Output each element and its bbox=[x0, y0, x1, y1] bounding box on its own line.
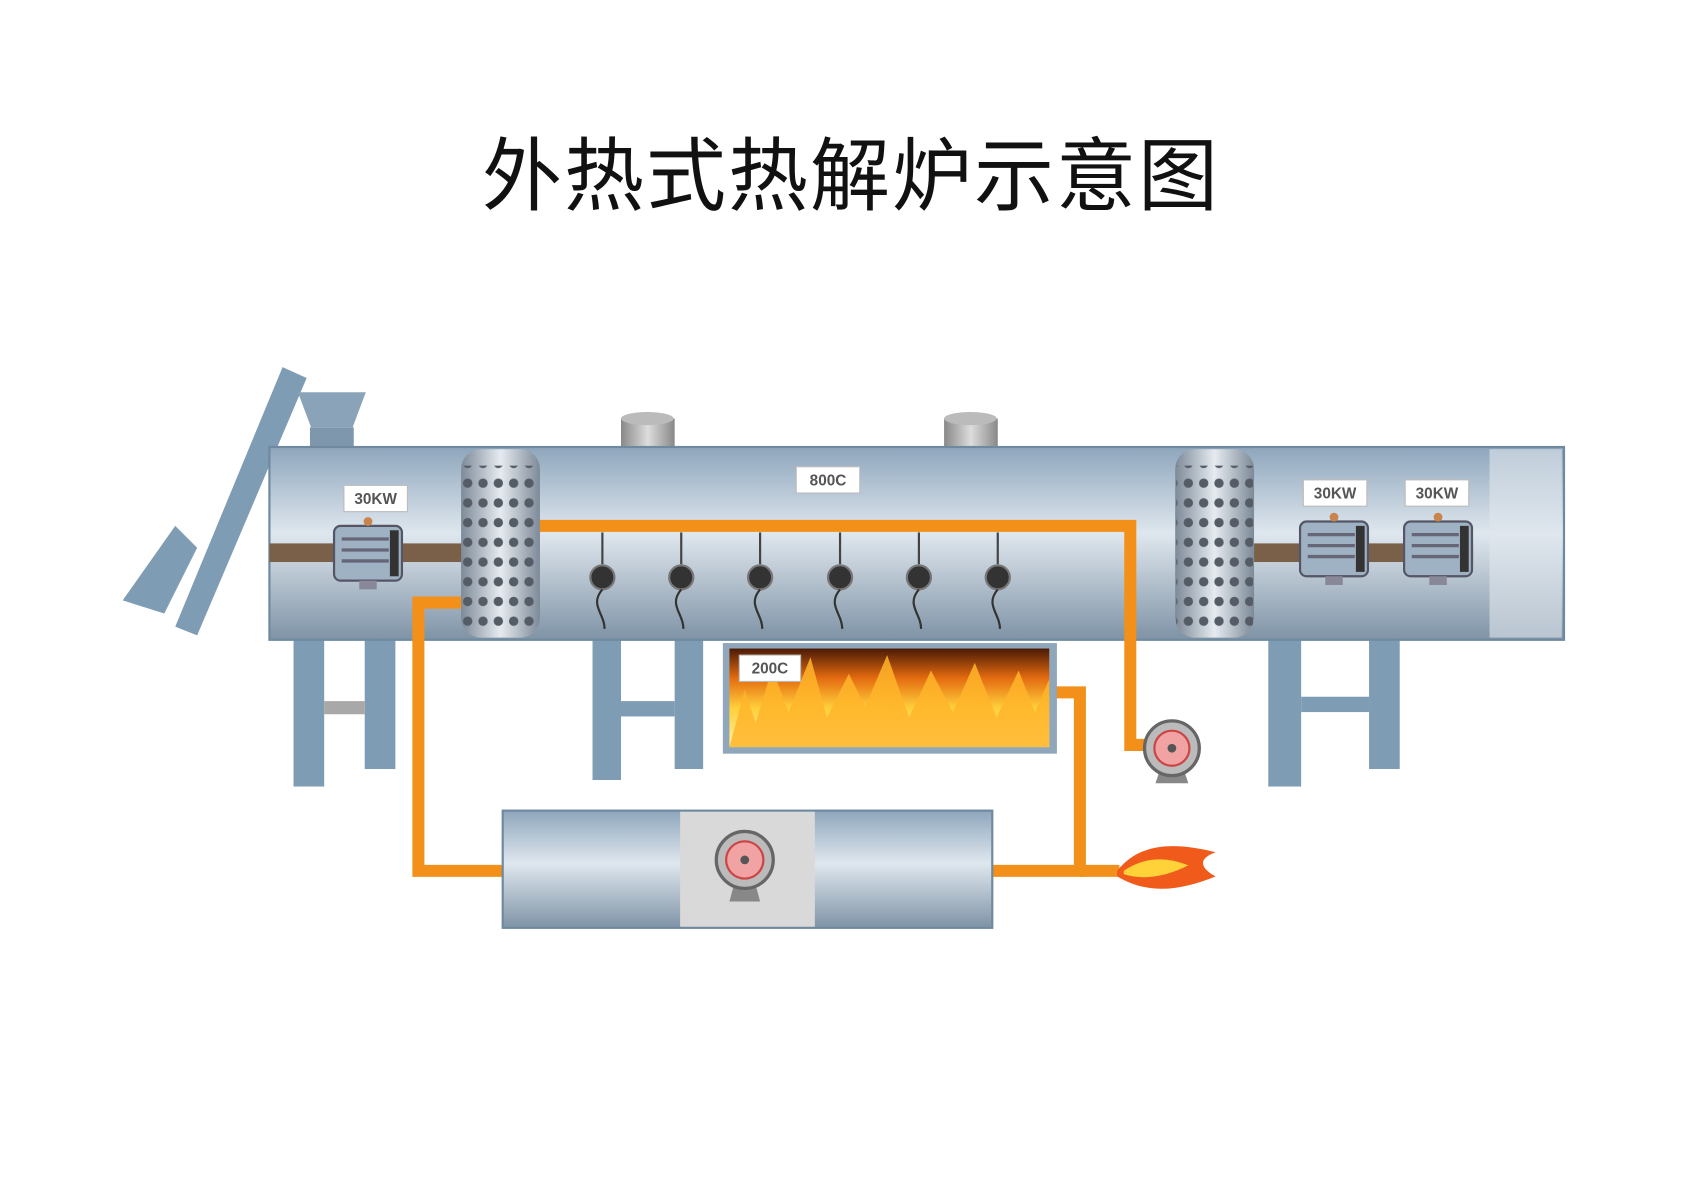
perforated-ring-right bbox=[1175, 449, 1255, 638]
motor-left bbox=[332, 517, 404, 590]
gas-pipe bbox=[412, 519, 1148, 877]
firebox-temperature-text: 200C bbox=[752, 661, 789, 678]
burner-5 bbox=[905, 532, 933, 629]
diagram-title: 外热式热解炉示意图 bbox=[482, 130, 1220, 223]
firebox bbox=[722, 643, 1057, 754]
label-firebox-temperature: 200C bbox=[738, 654, 802, 682]
burners bbox=[589, 532, 1011, 629]
support-legs bbox=[293, 639, 1400, 787]
left-motor-power-text: 30KW bbox=[354, 491, 397, 508]
burner-3 bbox=[746, 532, 774, 629]
label-right-motor-1-power: 30KW bbox=[1302, 479, 1368, 507]
label-left-motor-power: 30KW bbox=[343, 484, 408, 513]
motor-right-1 bbox=[1298, 512, 1370, 586]
induced-draft-fan bbox=[714, 829, 775, 902]
burner-6 bbox=[984, 532, 1011, 629]
perforated-ring-left bbox=[461, 449, 540, 638]
exhaust-fan bbox=[1142, 719, 1201, 784]
burner-2 bbox=[668, 532, 695, 629]
right-motor-2-power-text: 30KW bbox=[1416, 486, 1459, 503]
label-right-motor-2-power: 30KW bbox=[1404, 479, 1470, 507]
exhaust-vent-1 bbox=[621, 411, 675, 450]
burner-4 bbox=[826, 532, 854, 629]
feed-hopper bbox=[297, 392, 366, 448]
label-drum-temperature: 800C bbox=[795, 466, 861, 494]
flare-flame-icon bbox=[1117, 846, 1216, 889]
burner-1 bbox=[589, 532, 616, 629]
feed-conveyor bbox=[122, 367, 307, 636]
motor-right-2 bbox=[1403, 512, 1474, 586]
right-motor-1-power-text: 30KW bbox=[1314, 486, 1357, 503]
drum-temperature-text: 800C bbox=[810, 472, 847, 489]
exhaust-vent-2 bbox=[944, 411, 998, 450]
